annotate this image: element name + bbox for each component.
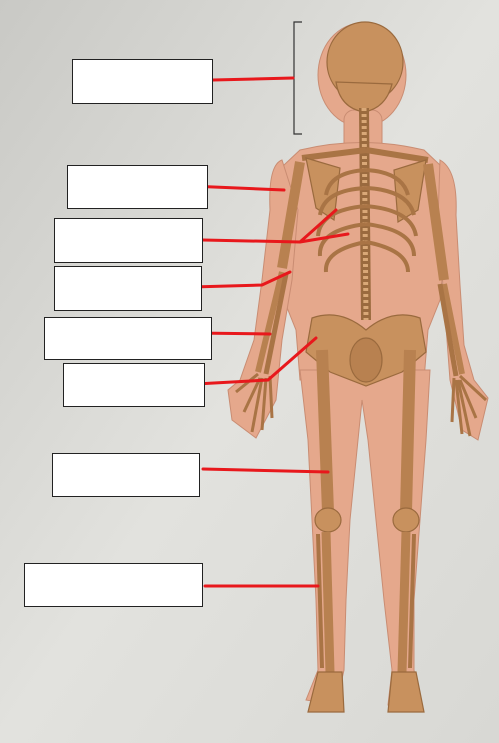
label-box-4[interactable] (54, 266, 202, 311)
right-patella (393, 508, 419, 532)
right-tibia (402, 532, 406, 672)
label-box-7[interactable] (52, 453, 200, 497)
right-femur (406, 350, 410, 512)
label-box-2[interactable] (67, 165, 208, 209)
left-patella (315, 508, 341, 532)
sacrum (350, 338, 382, 382)
left-femur (322, 350, 328, 512)
leader-line-1 (213, 78, 293, 80)
label-box-6[interactable] (63, 363, 205, 407)
label-box-5[interactable] (44, 317, 212, 360)
label-box-8[interactable] (24, 563, 203, 607)
left-tibia (326, 532, 330, 672)
label-box-3[interactable] (54, 218, 203, 263)
label-box-1[interactable] (72, 59, 213, 104)
